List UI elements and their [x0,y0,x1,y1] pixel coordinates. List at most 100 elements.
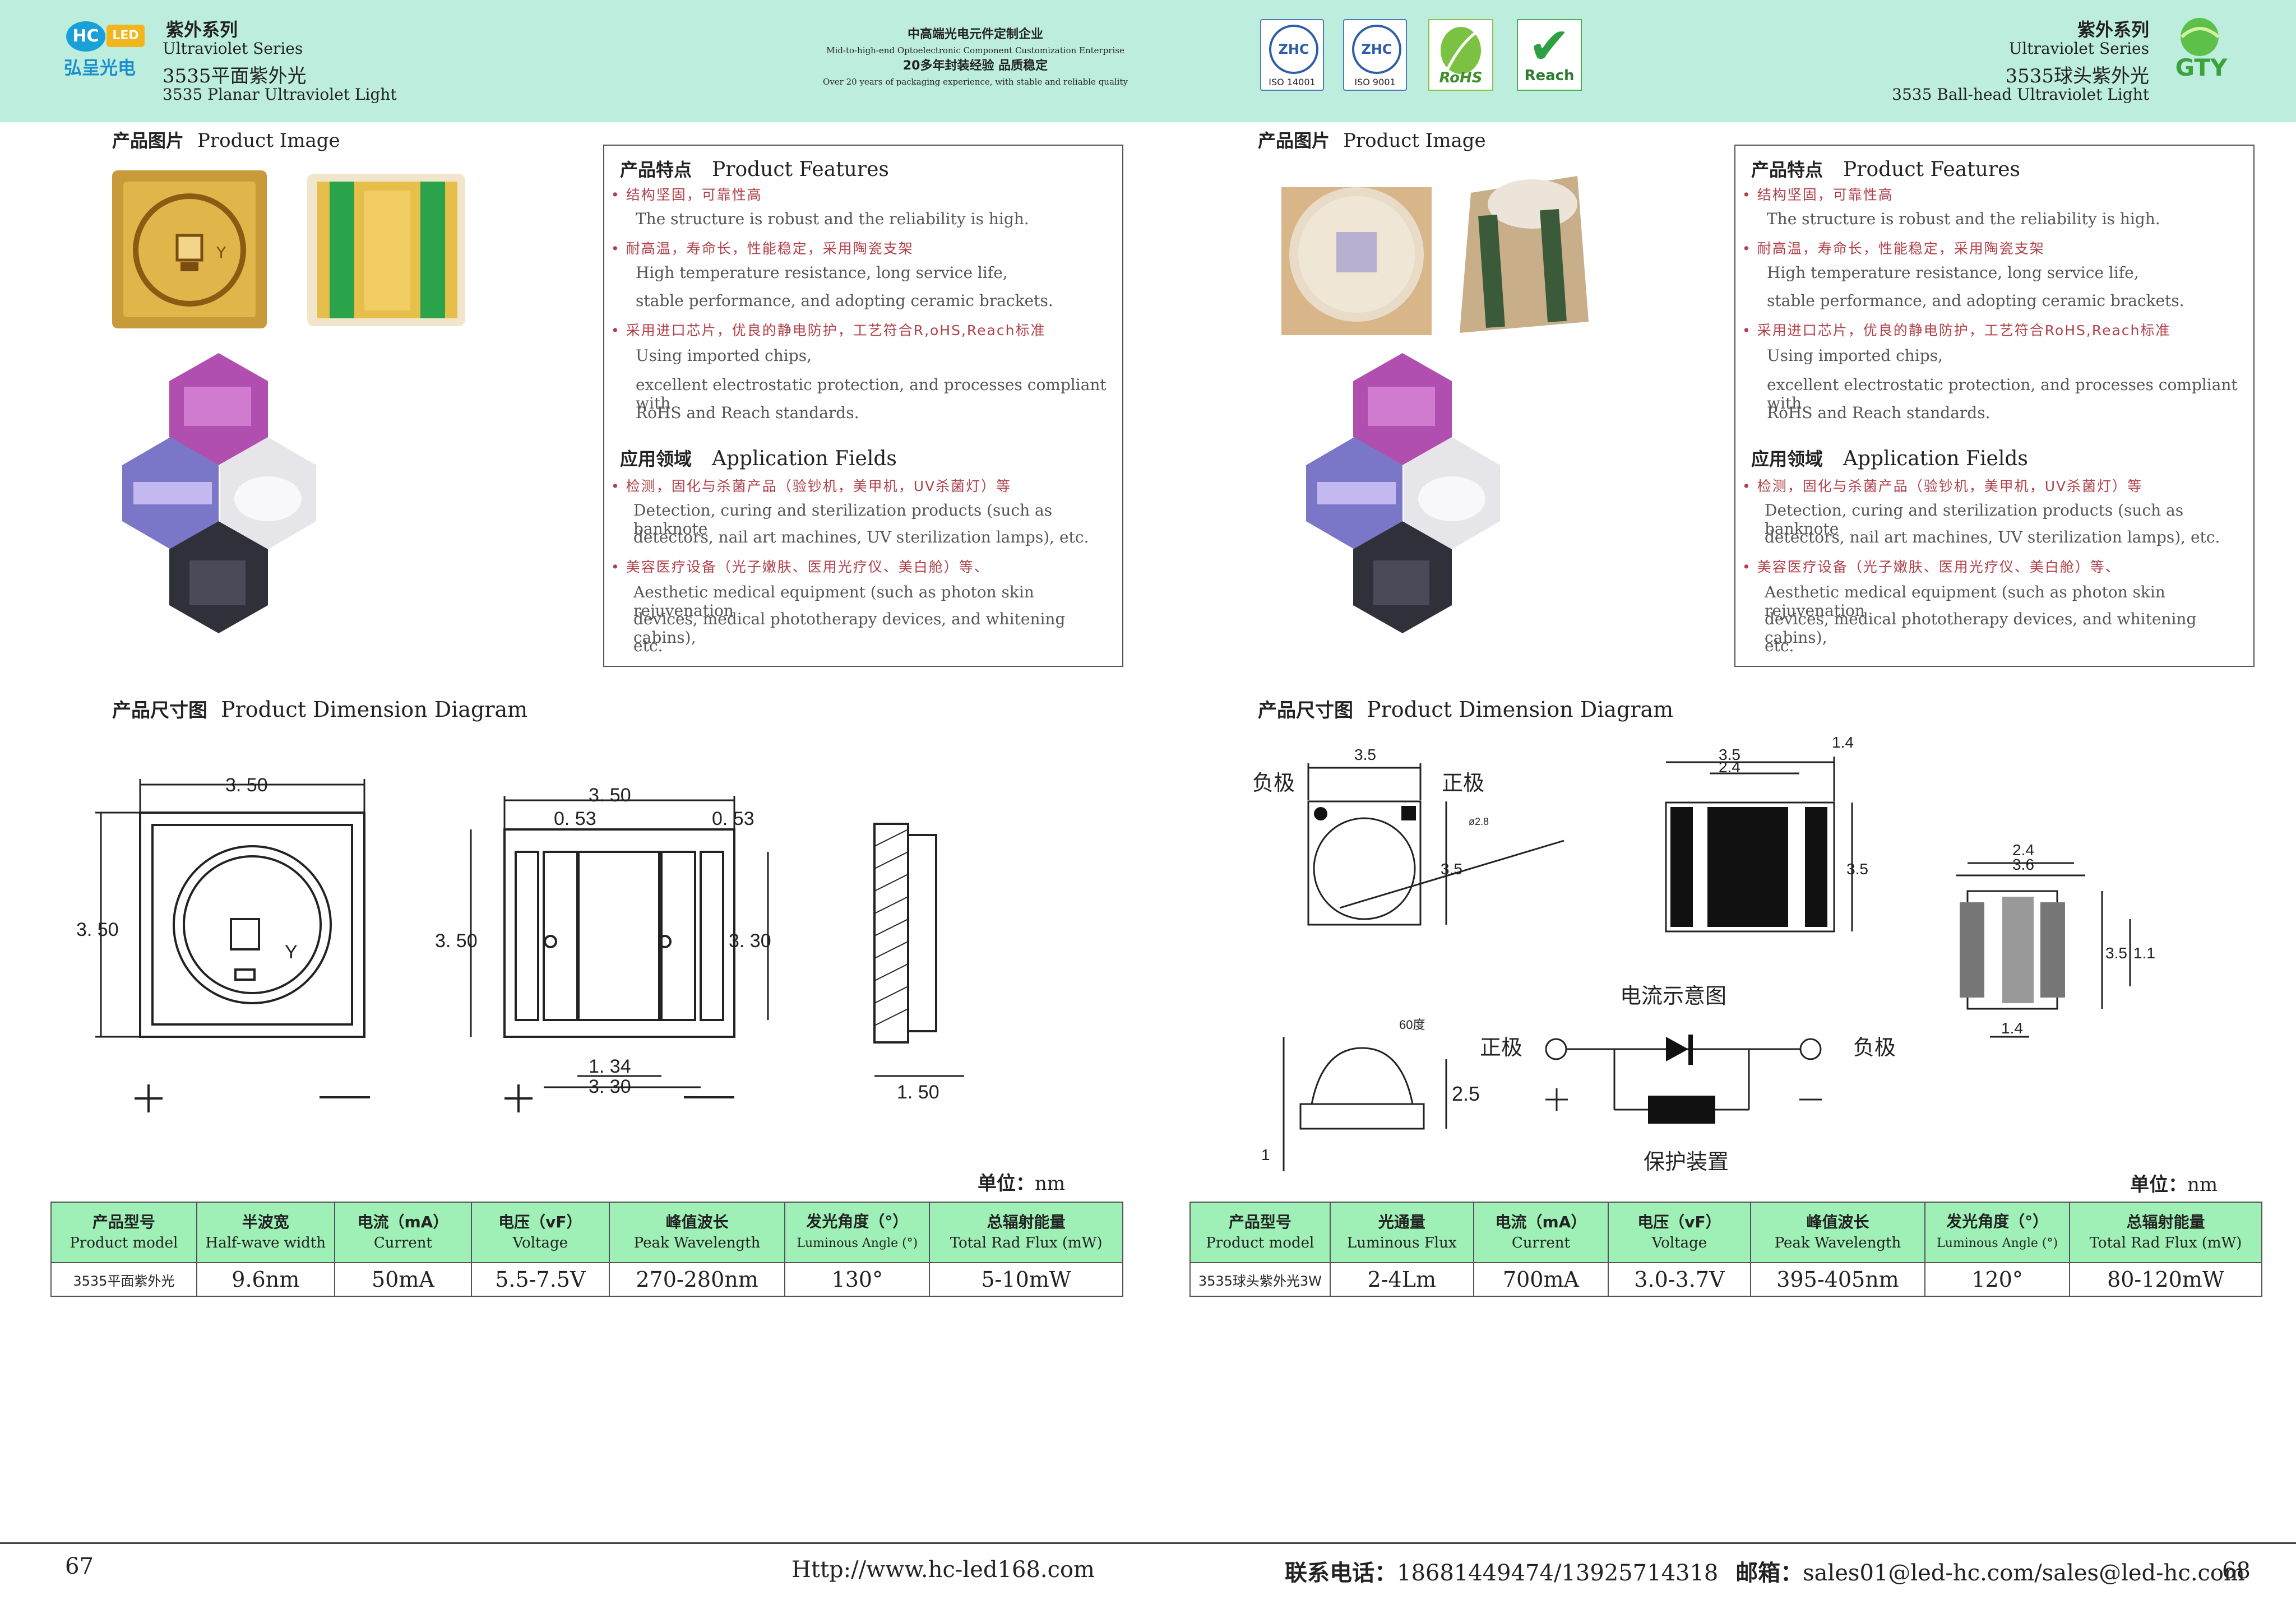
td-total-flux: 80-120mW [2068,1262,2263,1297]
iso14001-label: ISO 14001 [1269,77,1316,87]
hc-logo-mark: HC [66,21,105,52]
zhc-mark-icon: ZHC [1269,25,1318,74]
slogan-line-4: Over 20 years of packaging experience, w… [823,77,1128,87]
contact-info: 联系电话：18681449474/13925714318 邮箱：sales01@… [1285,1555,2245,1587]
left-series-cn: 紫外系列 [166,19,238,40]
td-model: 3535平面紫外光 [50,1262,197,1297]
left-app-title-en: Application Fields [712,447,897,470]
feature-en-3-3: RoHS and Reach standards. [1767,404,1991,422]
hc-logo-led: LED [107,25,145,47]
td-wavelength: 395-405nm [1749,1262,1926,1297]
dim-h: 3.5 [1441,860,1462,878]
app-en-2-3: etc. [633,637,663,655]
dim-w: 3.5 [1354,746,1376,763]
td-angle: 130° [784,1262,931,1297]
app-en-2-3: etc. [1765,637,1794,655]
dim-bot-h1: 3.5 [2105,944,2127,962]
left-features-title-cn: 产品特点 [620,159,692,180]
left-features-title-en: Product Features [712,158,889,181]
email-label: 邮箱： [1735,1560,1803,1586]
app-cn-1: • 检测，固化与杀菌产品（验钞机，美甲机，UV杀菌灯）等 [1742,478,2143,494]
feature-en-3-2: excellent electrostatic protection, and … [1767,375,2238,412]
left-series-en: Ultraviolet Series [163,39,303,58]
th-angle: 发光角度（°）Luminous Angle (°) [1924,1202,2070,1263]
app-en-2-1: Aesthetic medical equipment (such as pho… [633,583,1034,620]
feature-en-3-3: RoHS and Reach standards. [636,404,859,422]
left-title-en: 3535 Planar Ultraviolet Light [163,85,397,104]
app-en-2-2: devices, medical phototherapy devices, a… [633,610,1066,647]
right-product-photo-top [1281,187,1432,335]
app-cn-1: • 检测，固化与杀菌产品（验钞机，美甲机，UV杀菌灯）等 [611,478,1012,494]
right-unit: 单位：nm [2130,1169,2218,1197]
feature-cn-3: • 采用进口芯片，优良的静电防护，工艺符合RoHS,Reach标准 [1742,322,2171,338]
left-title-cn: 3535平面紫外光 [163,65,307,87]
app-en-1-1: Detection, curing and sterilization prod… [1765,501,2184,538]
app-en-1-1: Detection, curing and sterilization prod… [633,501,1053,538]
app-en-2-1: Aesthetic medical equipment (such as pho… [1765,583,2165,620]
reach-badge: ✔ Reach [1517,17,1582,91]
left-dim-title-cn: 产品尺寸图 [112,699,207,722]
th-angle: 发光角度（°）Luminous Angle (°) [784,1202,931,1263]
circuit-title: 电流示意图 [1620,985,1726,1008]
hc-logo: HC LED 弘呈光电 [62,17,146,78]
dim-side-w2: 2.4 [1719,758,1740,776]
dim-dia: ø2.8 [1469,816,1489,827]
protect-label: 保护装置 [1644,1151,1729,1174]
right-product-photo-side [1460,176,1589,333]
reach-label: Reach [1524,67,1575,84]
right-image-title-cn: 产品图片 [1258,130,1330,151]
dim-gap: 1. 34 [589,1056,631,1077]
right-series-en: Ultraviolet Series [2008,39,2149,58]
slogan-line-3: 20多年封装经验 品质稳定 [902,59,1048,73]
dim-w2: 3. 50 [589,785,631,806]
feature-en-2-1: High temperature resistance, long servic… [636,263,1008,282]
app-en-1-2: detectors, nail art machines, UV sterili… [1765,528,2220,546]
iso14001-badge: ZHC ISO 14001 [1260,19,1324,91]
dim-inner-w: 3. 30 [589,1076,631,1097]
table-row: 3535球头紫外光3W 2-4Lm 700mA 3.0-3.7V 395-405… [1189,1262,2263,1297]
page-number-left: 67 [65,1554,94,1579]
website-link[interactable]: Http://www.hc-led168.com [791,1557,1095,1583]
dim-bot-w1: 2.4 [2012,841,2034,859]
left-unit-en: nm [1035,1172,1066,1195]
left-dimension-drawing: 3. 50 3. 50 Y 3. 50 0. 53 0. 53 3. 50 3.… [76,775,964,1112]
feature-cn-3: • 采用进口芯片，优良的静电防护，工艺符合R,oHS,Reach标准 [611,322,1046,338]
iso9001-label: ISO 9001 [1354,77,1396,87]
svg-text:Y: Y [216,243,226,262]
rohs-leaf-icon [1441,27,1481,74]
td-current: 50mA [334,1262,472,1297]
td-angle: 120° [1924,1262,2070,1297]
app-en-2-2: devices, medical phototherapy devices, a… [1765,610,2197,647]
right-app-title-cn: 应用领域 [1751,448,1823,470]
td-voltage: 3.0-3.7V [1608,1262,1751,1297]
th-voltage: 电压（vF）Voltage [470,1202,610,1263]
right-features-title-en: Product Features [1843,158,2020,181]
td-model: 3535球头紫外光3W [1189,1262,1331,1297]
td-halfwave: 9.6nm [196,1262,335,1297]
td-current: 700mA [1473,1262,1609,1297]
email-address[interactable]: sales01@led-hc.com/sales@led-hc.com [1803,1560,2245,1586]
feature-en-1-1: The structure is robust and the reliabil… [636,210,1029,228]
table-row: 3535平面紫外光 9.6nm 50mA 5.5-7.5V 270-280nm … [50,1262,1123,1297]
th-voltage: 电压（vF）Voltage [1608,1202,1751,1263]
page-number-right: 68 [2222,1558,2251,1584]
slogan-line-2: Mid-to-high-end Optoelectronic Component… [826,45,1124,55]
right-app-title-en: Application Fields [1843,447,2028,470]
left-image-title-cn: 产品图片 [112,130,184,151]
